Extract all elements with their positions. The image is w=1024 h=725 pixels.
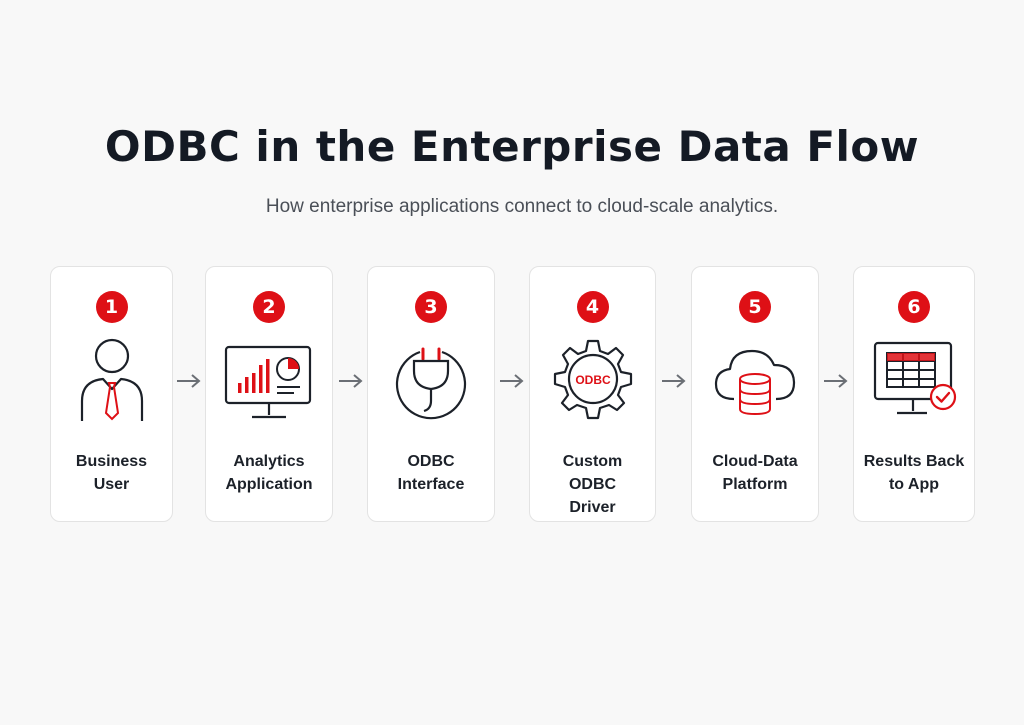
cloud-database-icon [710,337,800,427]
step-card-analytics-application: 2 Analytics Application [205,266,333,522]
step-label: ODBC Interface [397,453,465,493]
arrow-right-icon [339,374,363,388]
step-label: Custom ODBC Driver [562,453,623,516]
step-number-badge: 5 [739,291,771,323]
step-number-badge: 3 [415,291,447,323]
step-label: Analytics Application [225,453,313,493]
arrow-right-icon [662,374,686,388]
arrow-right-icon [500,374,524,388]
step-label: Cloud-Data Platform [712,453,798,493]
step-number-badge: 4 [576,291,609,323]
page-subtitle: How enterprise applications connect to c… [265,196,779,217]
step-label: Business User [75,453,148,493]
gear-icon: ODBC [548,337,638,427]
step-card-business-user: 1 Business User [50,266,173,522]
table-monitor-check-icon [869,337,959,427]
gear-odbc-text: ODBC [575,373,611,387]
plug-icon [386,337,476,427]
step-number-badge: 1 [95,291,128,323]
page-title: ODBC in the Enterprise Data Flow [104,122,920,171]
step-card-cloud-data-platform: 5 Cloud-Data Platform [691,266,819,522]
step-card-results-back-to-app: 6 Results Back to App [853,266,975,522]
step-card-odbc-interface: 3 ODBC Interface [367,266,495,522]
step-label: Results Back to App [863,453,965,493]
arrow-right-icon [177,374,201,388]
step-number-badge: 6 [898,291,930,323]
step-card-custom-odbc-driver: 4 ODBC Custom ODBC Driver [529,266,656,522]
step-number-badge: 2 [253,291,285,323]
arrow-right-icon [824,374,848,388]
business-user-icon [67,337,157,427]
analytics-monitor-icon [224,337,314,427]
